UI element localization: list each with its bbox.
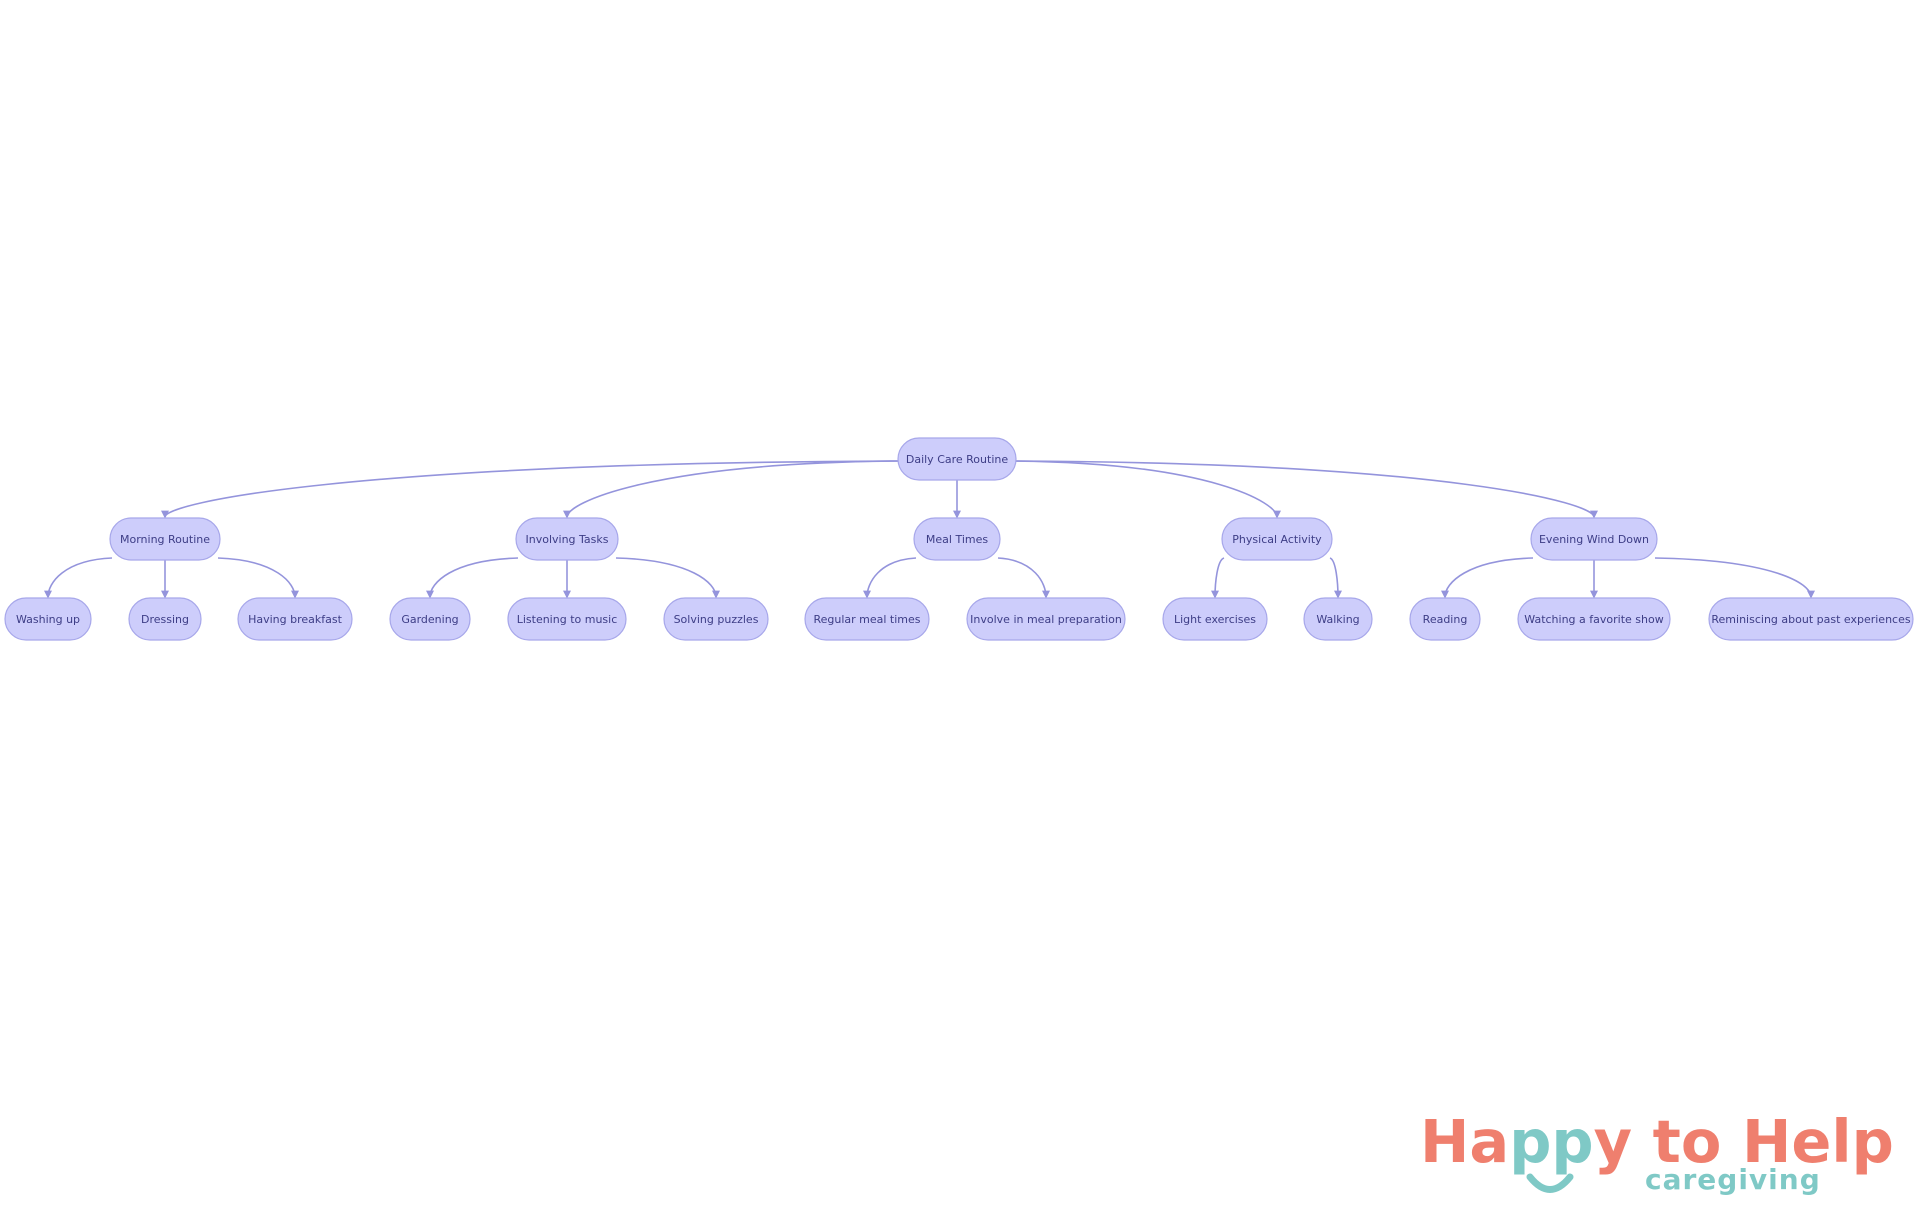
node-evening-label: Evening Wind Down — [1539, 533, 1649, 546]
edge-evening-reminiscing — [1654, 557, 1815, 599]
node-physical: Physical Activity — [1221, 517, 1333, 561]
node-regular: Regular meal times — [804, 597, 930, 641]
node-root-shape — [897, 437, 1017, 481]
node-gardening-label: Gardening — [401, 613, 458, 626]
smile-icon — [1526, 1173, 1574, 1193]
edge-root-morning — [161, 460, 901, 519]
node-regular-shape — [804, 597, 930, 641]
node-meals-shape — [913, 517, 1001, 561]
node-show-label: Watching a favorite show — [1524, 613, 1663, 626]
logo-word-ha: Ha — [1420, 1107, 1509, 1176]
edge-tasks-gardening — [426, 557, 519, 599]
edges-layer — [44, 460, 1815, 599]
node-exercises-label: Light exercises — [1174, 613, 1256, 626]
node-evening-shape — [1530, 517, 1658, 561]
logo-subtitle: caregiving — [1645, 1163, 1821, 1196]
node-tasks: Involving Tasks — [515, 517, 619, 561]
node-breakfast-shape — [237, 597, 353, 641]
node-reminiscing: Reminiscing about past experiences — [1708, 597, 1914, 641]
node-gardening: Gardening — [389, 597, 471, 641]
node-music: Listening to music — [507, 597, 627, 641]
node-gardening-shape — [389, 597, 471, 641]
node-walking: Walking — [1303, 597, 1373, 641]
node-root-label: Daily Care Routine — [906, 453, 1008, 466]
edge-tasks-puzzles — [615, 557, 720, 599]
node-exercises: Light exercises — [1162, 597, 1268, 641]
edge-evening-reading — [1441, 557, 1534, 599]
node-dressing: Dressing — [128, 597, 202, 641]
node-reminiscing-label: Reminiscing about past experiences — [1711, 613, 1910, 626]
node-dressing-label: Dressing — [141, 613, 189, 626]
node-prep-shape — [966, 597, 1126, 641]
edge-morning-breakfast — [217, 557, 299, 599]
node-meals-label: Meal Times — [926, 533, 988, 546]
node-exercises-shape — [1162, 597, 1268, 641]
edge-physical-exercises — [1211, 557, 1225, 599]
node-physical-shape — [1221, 517, 1333, 561]
node-washing-label: Washing up — [16, 613, 80, 626]
edge-root-physical — [1013, 460, 1281, 519]
node-reading-label: Reading — [1423, 613, 1468, 626]
node-puzzles-shape — [663, 597, 769, 641]
node-breakfast: Having breakfast — [237, 597, 353, 641]
node-walking-shape — [1303, 597, 1373, 641]
edge-root-evening — [1013, 460, 1598, 519]
happy-to-help-logo: Happy to Help caregiving — [1420, 1107, 1894, 1196]
node-reading: Reading — [1409, 597, 1481, 641]
node-dressing-shape — [128, 597, 202, 641]
node-morning-shape — [109, 517, 221, 561]
node-washing: Washing up — [4, 597, 92, 641]
node-meals: Meal Times — [913, 517, 1001, 561]
edge-root-tasks — [563, 460, 901, 519]
edge-meals-prep — [997, 557, 1050, 599]
node-breakfast-label: Having breakfast — [248, 613, 343, 626]
edge-morning-washing — [44, 557, 113, 599]
node-prep-label: Involve in meal preparation — [970, 613, 1122, 626]
node-root: Daily Care Routine — [897, 437, 1017, 481]
edge-meals-regular — [863, 557, 917, 599]
node-tasks-shape — [515, 517, 619, 561]
node-evening: Evening Wind Down — [1530, 517, 1658, 561]
logo-word-rest: y to Help — [1594, 1107, 1894, 1176]
node-reading-shape — [1409, 597, 1481, 641]
node-puzzles: Solving puzzles — [663, 597, 769, 641]
node-tasks-label: Involving Tasks — [526, 533, 609, 546]
logo-word-pp: pp — [1509, 1107, 1593, 1176]
node-morning-label: Morning Routine — [120, 533, 210, 546]
node-morning: Morning Routine — [109, 517, 221, 561]
node-puzzles-label: Solving puzzles — [674, 613, 759, 626]
node-music-shape — [507, 597, 627, 641]
node-physical-label: Physical Activity — [1232, 533, 1322, 546]
node-show: Watching a favorite show — [1517, 597, 1671, 641]
node-reminiscing-shape — [1708, 597, 1914, 641]
node-prep: Involve in meal preparation — [966, 597, 1126, 641]
logo-wordmark: Happy to Help — [1420, 1107, 1894, 1176]
node-washing-shape — [4, 597, 92, 641]
node-music-label: Listening to music — [517, 613, 618, 626]
node-regular-label: Regular meal times — [813, 613, 920, 626]
node-walking-label: Walking — [1316, 613, 1359, 626]
node-show-shape — [1517, 597, 1671, 641]
edge-physical-walking — [1329, 557, 1342, 599]
